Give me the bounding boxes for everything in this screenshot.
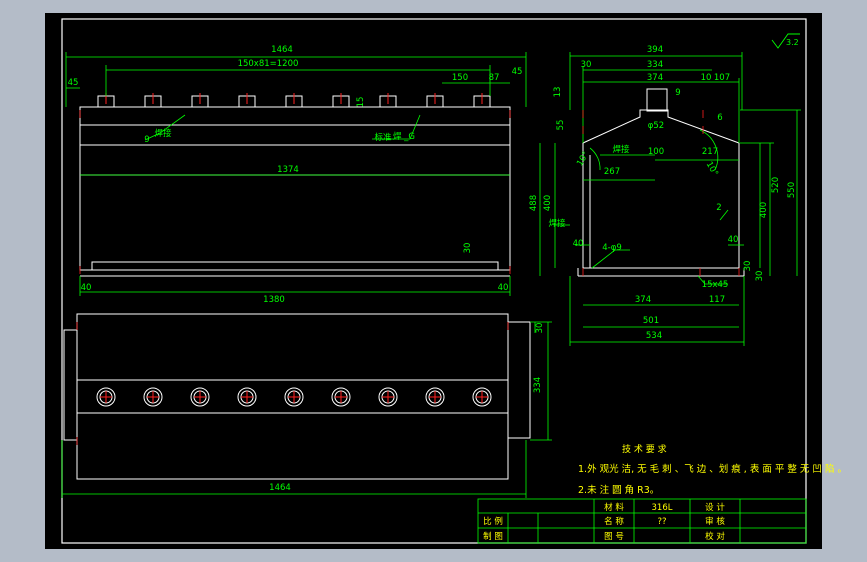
leader-lines <box>144 114 729 285</box>
top-hole <box>472 387 492 407</box>
notes-heading: 技 术 要 求 <box>622 443 667 455</box>
dim-front-overall: 1464 <box>271 45 293 55</box>
drawing-canvas <box>45 13 822 549</box>
dim-side-height-550: 550 <box>787 182 797 198</box>
tb-material-label: 材 料 <box>604 502 624 513</box>
top-dim-text: 1464 334 30 <box>269 323 545 493</box>
top-hole <box>190 387 210 407</box>
top-hole <box>96 387 116 407</box>
top-hole <box>237 387 257 407</box>
dim-top-overall: 1464 <box>269 483 291 493</box>
dim-side-foot-w: 30 <box>755 271 765 282</box>
dim-side-left-w: 267 <box>604 167 620 177</box>
top-holes <box>96 387 492 407</box>
front-dim-text: 1464 150x81=1200 45 150 87 45 15 1374 30… <box>68 45 523 305</box>
dimension-lines <box>61 52 801 498</box>
dim-side-right-small: 6 <box>717 113 722 123</box>
dim-side-height-488: 488 <box>529 195 539 211</box>
dim-side-right-b: 107 <box>714 73 730 83</box>
dim-front-inner-length: 1374 <box>277 165 299 175</box>
dim-side-height-520: 520 <box>771 177 781 193</box>
tb-review-label: 审 核 <box>705 516 725 527</box>
dim-front-base-left: 40 <box>81 283 92 293</box>
callout-front-left-num: 9 <box>144 135 149 145</box>
top-view <box>63 313 531 480</box>
title-block-text: 材 料 316L 设 计 比 例 名 称 ?? 审 核 制 图 图 号 校 对 <box>483 502 725 542</box>
tb-name-label: 名 称 <box>604 516 624 527</box>
dim-side-bottom-right: 40 <box>728 235 739 245</box>
top-flange-left <box>63 329 78 441</box>
dim-side-inner-width: 374 <box>647 73 663 83</box>
dim-side-left-small: 30 <box>581 60 592 70</box>
front-base <box>80 261 510 271</box>
tb-scale-label: 比 例 <box>483 516 503 527</box>
notes-line-2: 2.未 注 圆 角 R3。 <box>578 484 659 496</box>
title-block <box>477 498 807 544</box>
dim-side-holes: 4-φ9 <box>602 243 622 253</box>
dim-front-base-right: 40 <box>498 283 509 293</box>
dim-top-flange: 30 <box>535 323 545 334</box>
dim-side-bottom-left: 40 <box>573 239 584 249</box>
dim-front-pitch: 150x81=1200 <box>238 59 299 69</box>
dim-front-base-length: 1380 <box>263 295 285 305</box>
technical-notes: 技 术 要 求 1.外 观光 洁, 无 毛 刺 、飞 边 、划 痕 , 表 面 … <box>578 443 847 496</box>
dim-side-mid-width: 334 <box>647 60 663 70</box>
dim-side-callout-2: 2 <box>716 203 721 213</box>
dim-side-chamfer: 15x45 <box>702 280 729 290</box>
dim-side-right-w: 217 <box>702 147 718 157</box>
tb-name-value: ?? <box>657 517 666 527</box>
callout-front-right-text: 焊 _G <box>393 131 415 142</box>
notes-line-1: 1.外 观光 洁, 无 毛 刺 、飞 边 、划 痕 , 表 面 平 整 无 凹 … <box>578 463 847 475</box>
side-body <box>582 109 740 269</box>
dim-front-inner-height: 30 <box>463 243 473 254</box>
tb-drawing-no-label: 图 号 <box>604 532 624 542</box>
top-hole <box>378 387 398 407</box>
callout-front-left-weld: 焊接 <box>154 128 172 139</box>
dim-side-right-a: 10 <box>701 73 712 83</box>
surface-finish-symbol <box>771 33 800 49</box>
side-dim-text: 394 30 334 374 10 107 13 9 55 6 φ52 10° … <box>529 45 797 341</box>
dim-front-right-offset: 45 <box>512 67 523 77</box>
dim-side-base-534: 534 <box>646 331 662 341</box>
drawing-frame <box>61 18 807 544</box>
dim-side-neck-h: 9 <box>675 88 680 98</box>
dim-front-end-offset: 87 <box>489 73 500 83</box>
dim-front-left-offset: 45 <box>68 78 79 88</box>
tb-drawing-label: 制 图 <box>483 531 503 542</box>
dim-side-pipe-dia: φ52 <box>648 121 664 131</box>
dim-side-foot-h: 30 <box>743 261 753 272</box>
dim-side-top-h: 13 <box>553 87 563 98</box>
dim-side-neck-w: 100 <box>648 147 664 157</box>
top-hole <box>284 387 304 407</box>
dim-side-height-400-right: 400 <box>759 202 769 218</box>
tb-material-value: 316L <box>652 503 673 513</box>
dim-side-label: 焊接 <box>548 218 566 229</box>
side-pipe <box>646 88 668 112</box>
callout-front-right-weld: 标准 <box>374 132 392 143</box>
top-hole <box>143 387 163 407</box>
dim-side-height-400-left: 400 <box>543 195 553 211</box>
front-bosses <box>97 93 491 108</box>
center-marks <box>76 110 740 445</box>
dim-top-width: 334 <box>533 377 543 393</box>
dim-side-base-117: 117 <box>709 295 725 305</box>
side-view <box>577 88 745 277</box>
top-hole <box>425 387 445 407</box>
dim-side-weld: 焊接 <box>612 144 630 155</box>
dim-front-pitch-single: 150 <box>452 73 468 83</box>
dim-front-top-height: 15 <box>356 97 366 108</box>
dim-side-top-width: 394 <box>647 45 663 55</box>
tb-design-label: 设 计 <box>705 502 725 513</box>
dim-side-left-h: 55 <box>556 120 566 131</box>
dim-side-base-374: 374 <box>635 295 651 305</box>
top-hole <box>331 387 351 407</box>
surface-finish-value: 3.2 <box>786 38 799 47</box>
tb-approve-label: 校 对 <box>705 531 725 542</box>
dim-side-base-501: 501 <box>643 316 659 326</box>
